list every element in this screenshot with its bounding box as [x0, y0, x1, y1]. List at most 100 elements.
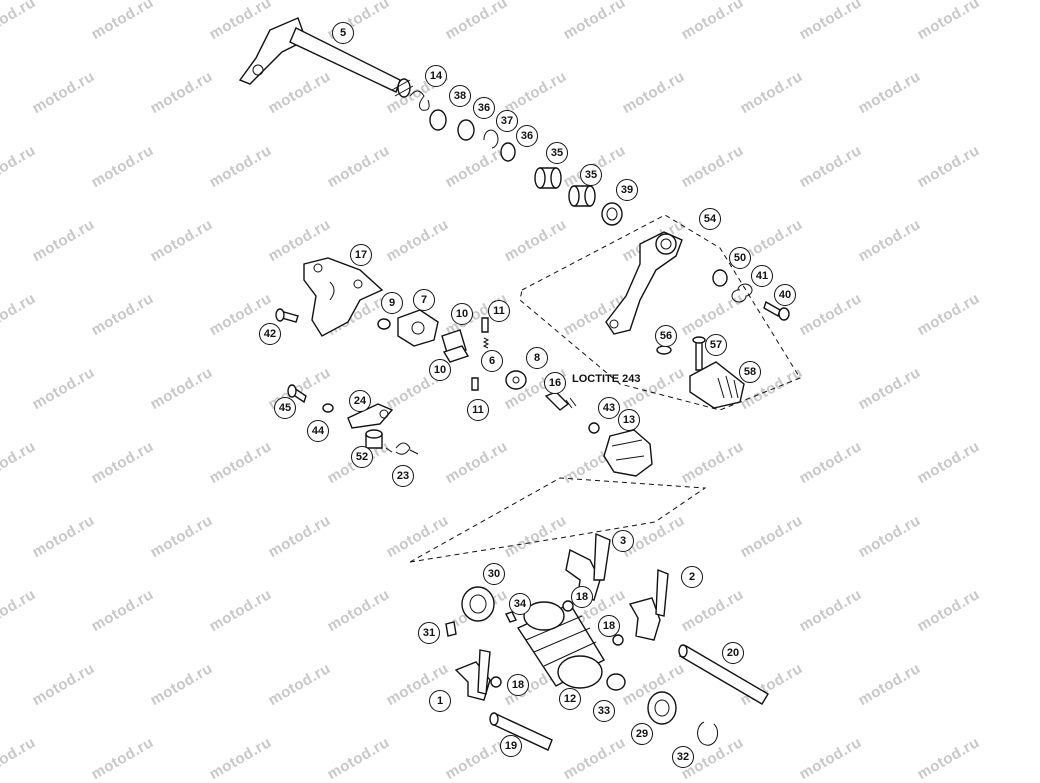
callout-57: 57 — [705, 334, 727, 356]
washer-50 — [712, 269, 728, 287]
callout-2: 2 — [681, 566, 703, 588]
callout-18: 18 — [571, 586, 593, 608]
oil-seal-39 — [601, 202, 623, 226]
callout-17: 17 — [350, 244, 372, 266]
callout-50: 50 — [729, 247, 751, 269]
bolt-45 — [287, 384, 307, 404]
callout-38: 38 — [449, 85, 471, 107]
callout-6: 6 — [481, 350, 503, 372]
washer-43 — [588, 422, 600, 434]
callout-40: 40 — [774, 284, 796, 306]
callout-20: 20 — [722, 642, 744, 664]
callout-32: 32 — [672, 746, 694, 768]
callout-24: 24 — [349, 390, 371, 412]
pin-34 — [505, 611, 517, 623]
callout-16: 16 — [544, 372, 566, 394]
needle-bearing-35a — [534, 167, 562, 189]
shift-pedal-tip-58 — [689, 361, 745, 409]
callout-9: 9 — [381, 292, 403, 314]
callout-11: 11 — [467, 399, 489, 421]
return-spring — [409, 90, 430, 111]
callout-7: 7 — [413, 289, 435, 311]
callout-8: 8 — [526, 347, 548, 369]
roller-18a — [562, 600, 574, 612]
callout-30: 30 — [483, 563, 505, 585]
needle-bearing-35b — [568, 185, 596, 207]
callout-37: 37 — [496, 110, 518, 132]
callout-18: 18 — [598, 615, 620, 637]
slide-block-10b — [442, 345, 470, 363]
callout-31: 31 — [418, 622, 440, 644]
loctite-note: LOCTITE 243 — [572, 373, 641, 385]
spring-6 — [482, 337, 490, 349]
callout-1: 1 — [429, 690, 451, 712]
callout-39: 39 — [616, 179, 638, 201]
callout-33: 33 — [593, 700, 615, 722]
cover-plate-17 — [303, 257, 384, 337]
washer-38 — [429, 109, 447, 131]
callout-56: 56 — [655, 325, 677, 347]
circlip-37 — [483, 129, 499, 149]
callout-5: 5 — [332, 22, 354, 44]
ratchet-7 — [397, 309, 439, 347]
bolt-40 — [763, 300, 790, 321]
bolt-16 — [544, 391, 577, 411]
roller-18b — [612, 634, 624, 646]
callout-58: 58 — [739, 361, 761, 383]
callout-35: 35 — [580, 164, 602, 186]
callout-13: 13 — [618, 409, 640, 431]
washer-9 — [377, 318, 391, 330]
callout-35: 35 — [546, 142, 568, 164]
shift-lever-54 — [605, 231, 683, 335]
callout-18: 18 — [507, 674, 529, 696]
callout-3: 3 — [612, 530, 634, 552]
spring-washer-41 — [731, 283, 753, 303]
callout-10: 10 — [451, 303, 473, 325]
callout-36: 36 — [516, 125, 538, 147]
washer-44 — [322, 403, 334, 413]
locking-lever-24 — [347, 403, 394, 429]
callout-54: 54 — [699, 208, 721, 230]
callout-12: 12 — [559, 688, 581, 710]
fork-shaft-19 — [489, 712, 553, 751]
callout-36: 36 — [473, 97, 495, 119]
shift-drum-12 — [516, 601, 605, 689]
callout-42: 42 — [259, 323, 281, 345]
pin-57 — [692, 336, 706, 371]
shift-shaft — [238, 17, 414, 98]
washer-56 — [656, 345, 672, 355]
roller-52 — [365, 429, 383, 449]
screw-31 — [445, 621, 457, 637]
shift-fork-2 — [628, 568, 669, 641]
callout-19: 19 — [500, 735, 522, 757]
washer-33 — [606, 673, 626, 691]
bolt-42 — [275, 308, 299, 323]
callout-23: 23 — [392, 465, 414, 487]
circlip-32 — [697, 721, 719, 746]
pin-11b — [471, 377, 479, 391]
pin-11a — [481, 317, 489, 333]
callout-11: 11 — [488, 300, 510, 322]
shift-drum-link-outline — [409, 477, 707, 563]
roller-18c — [490, 676, 502, 688]
bearing-30 — [461, 586, 495, 622]
bearing-29 — [647, 691, 677, 725]
callout-43: 43 — [598, 397, 620, 419]
spring-23 — [385, 442, 419, 455]
pedal-group-outline — [519, 214, 801, 411]
callout-52: 52 — [351, 446, 373, 468]
callout-29: 29 — [631, 723, 653, 745]
fork-shaft-20 — [678, 644, 769, 705]
callout-10: 10 — [429, 359, 451, 381]
washer-36a — [457, 119, 475, 141]
washer-8 — [505, 370, 527, 390]
shift-fork-1 — [454, 649, 491, 701]
callout-44: 44 — [307, 420, 329, 442]
callout-45: 45 — [274, 397, 296, 419]
callout-14: 14 — [425, 65, 447, 87]
washer-36b — [500, 142, 516, 162]
callout-34: 34 — [509, 593, 531, 615]
shift-star-13 — [603, 429, 653, 477]
